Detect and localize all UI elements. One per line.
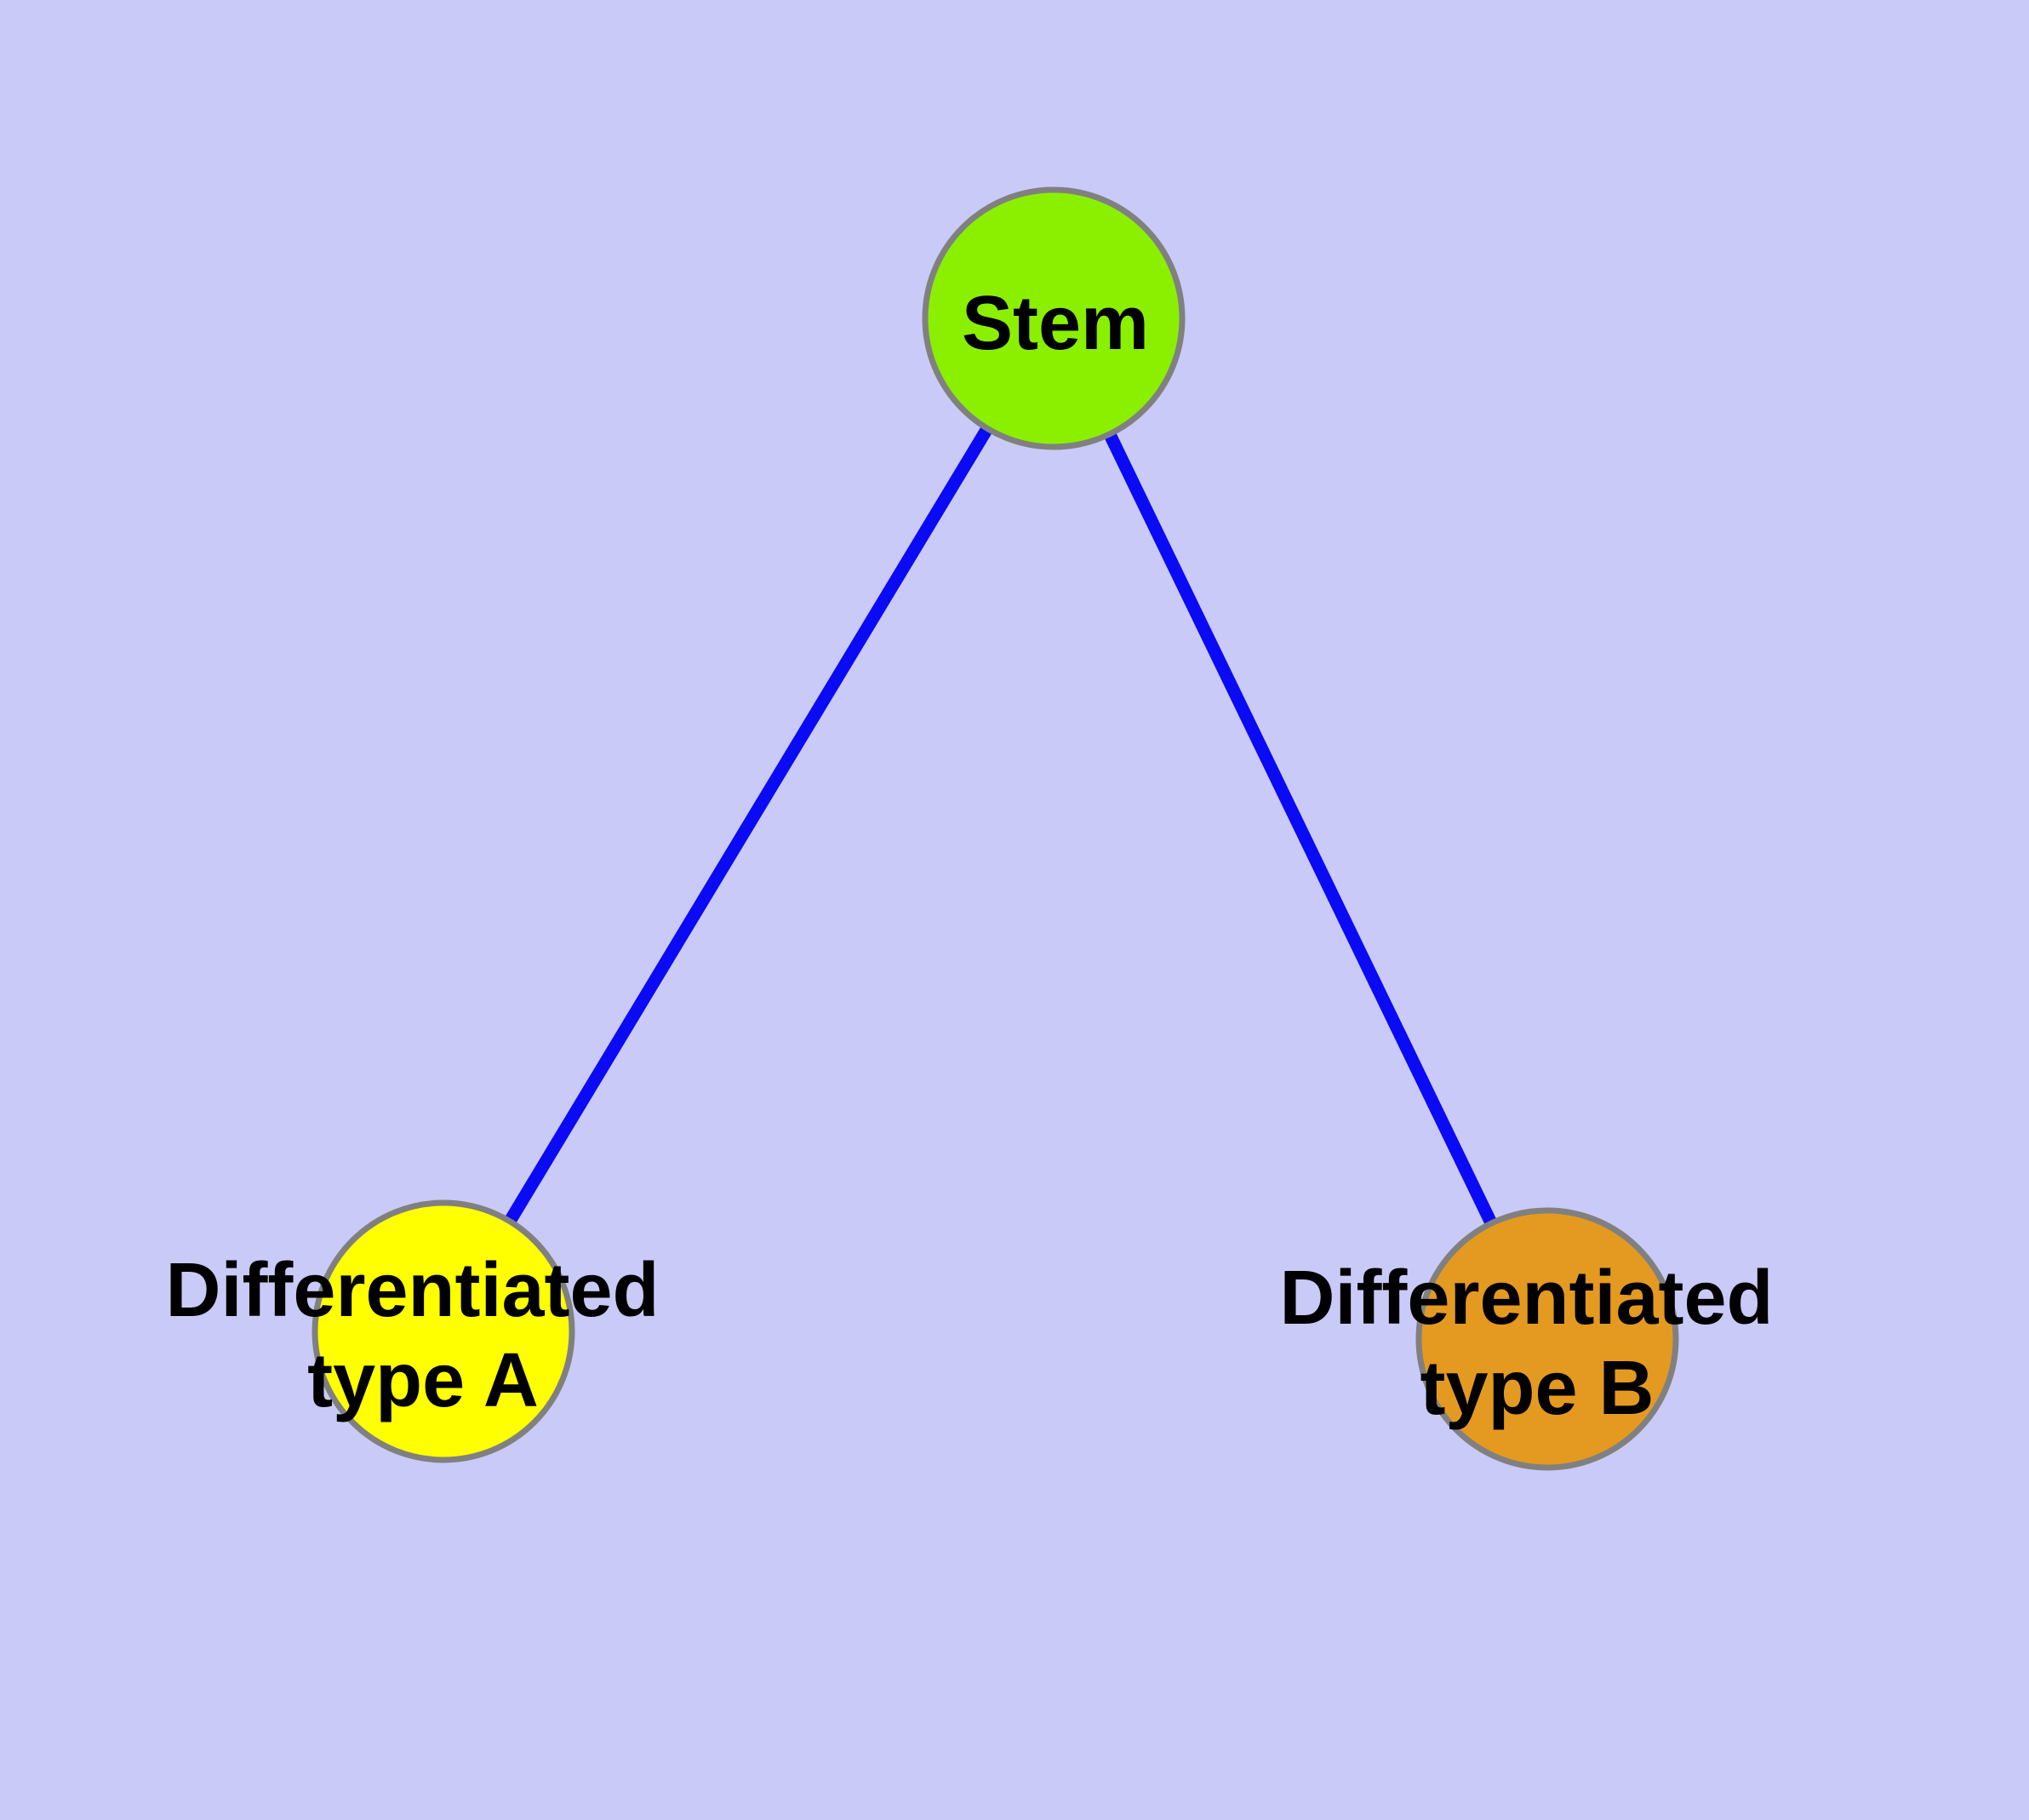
node-label-line: Differentiated [165,1248,659,1333]
node-label-differentiated-type-a: Differentiated type A [165,1248,680,1423]
node-label-line: Differentiated [1279,1256,1773,1341]
node-differentiated-type-a [311,1199,575,1463]
node-label-line: type B [1420,1346,1654,1431]
edge-stem-to-type-b [1048,315,1553,1342]
node-label-stem: Stem [962,281,1149,366]
node-stem [922,186,1186,450]
node-label-differentiated-type-b: Differentiated type B [1279,1256,1794,1431]
node-differentiated-type-b [1415,1207,1679,1471]
edge-stem-to-type-a [437,315,1060,1335]
node-label-line: type A [307,1338,539,1423]
